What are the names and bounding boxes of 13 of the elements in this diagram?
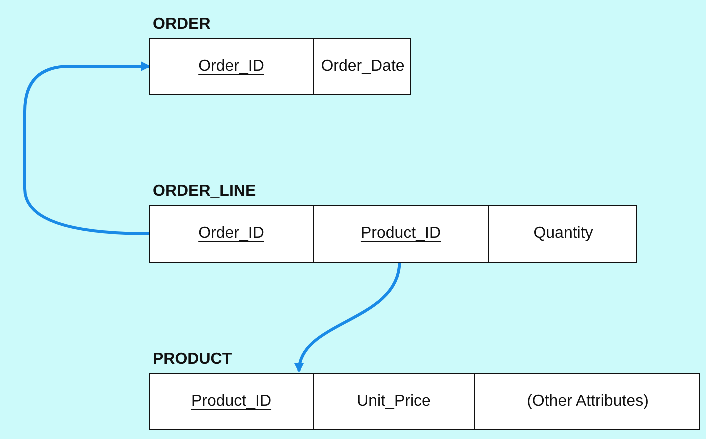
table-name: ORDER [153,16,211,34]
table-name: PRODUCT [153,351,232,369]
attribute-cell: (Other Attributes) [475,374,701,429]
relationship-arrow [24,62,151,236]
attribute-cell: Order_ID [150,206,314,262]
attribute-cell: Quantity [489,206,638,262]
relationship-arrow [296,262,402,373]
attribute-cell: Order_ID [150,39,314,94]
attribute-cell: Product_ID [150,374,314,429]
table-name: ORDER_LINE [153,183,256,201]
attribute-cell: Product_ID [314,206,489,262]
attribute-cell: Order_Date [314,39,412,94]
attribute-cell: Unit_Price [314,374,475,429]
